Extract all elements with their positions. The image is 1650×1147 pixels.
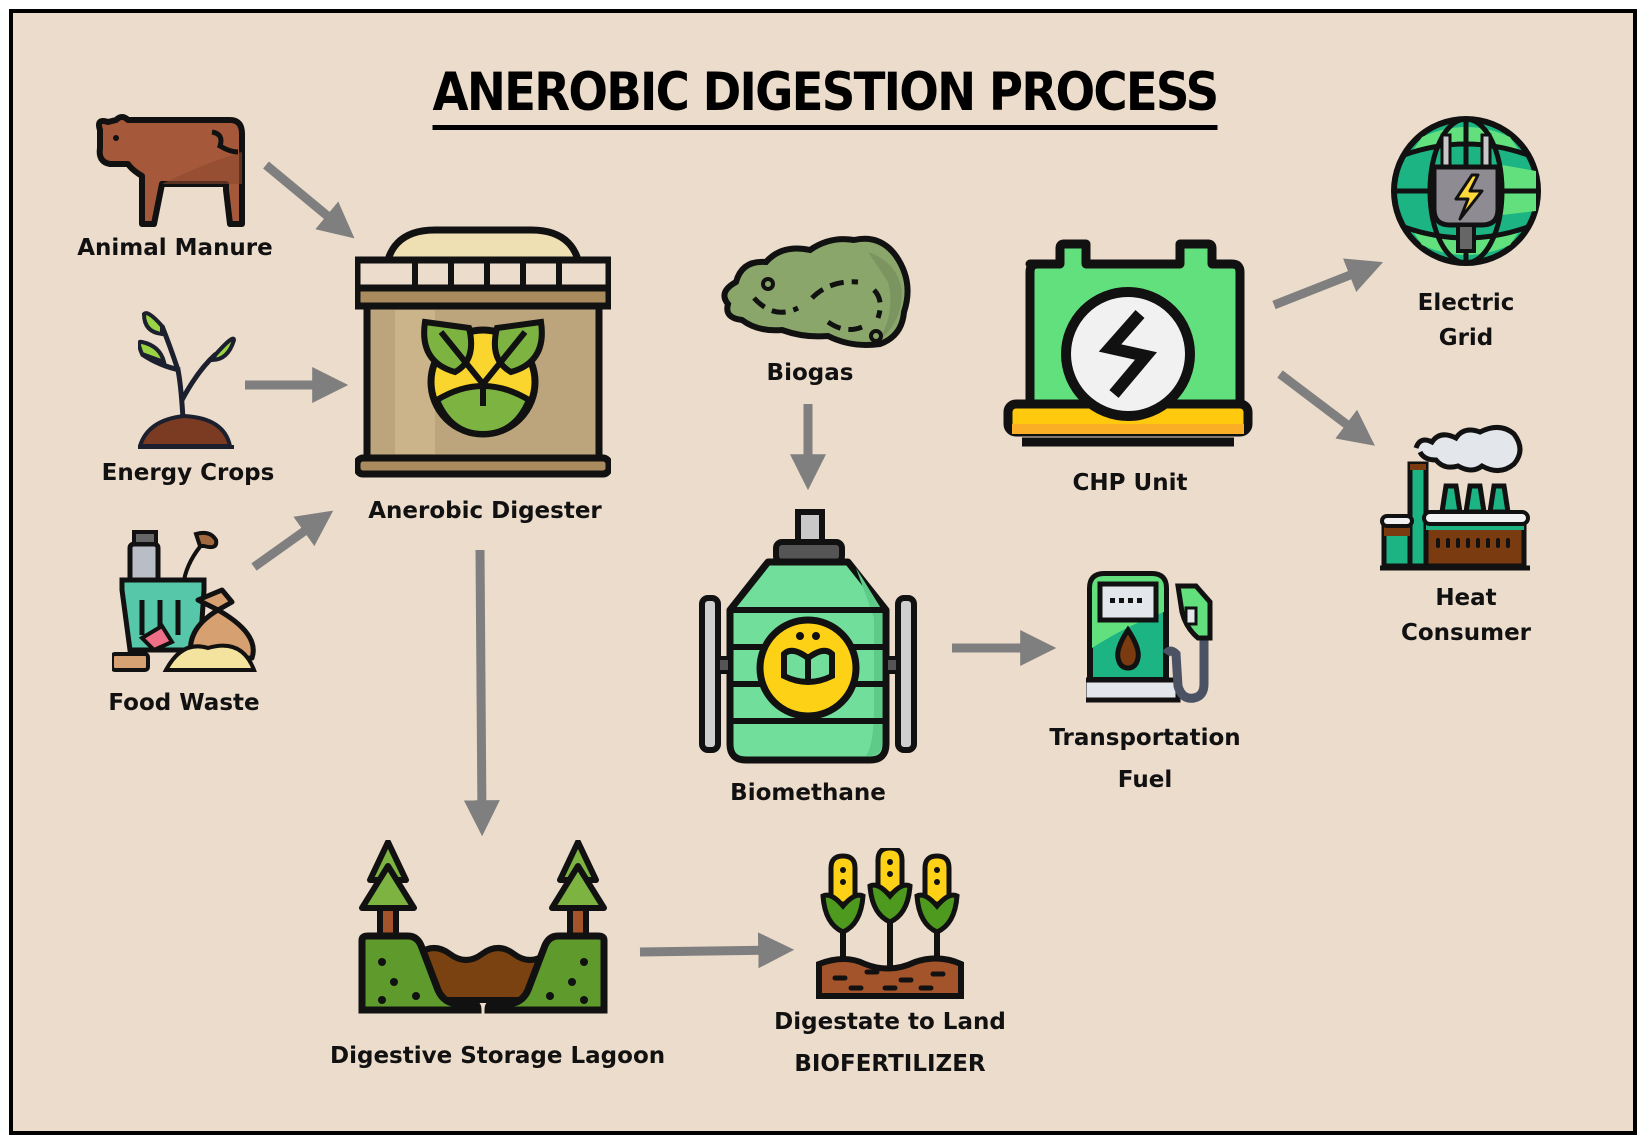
arrow-lagoon-to-digestate (639, 932, 795, 969)
node-label-transport-fuel-line2: Fuel (1117, 767, 1173, 793)
corn-field-icon (816, 848, 964, 999)
node-label-chp-unit: CHP Unit (1072, 470, 1188, 496)
diagram-title-text: ANEROBIC DIGESTION PROCESS (432, 62, 1219, 130)
lagoon-icon (358, 840, 608, 1014)
node-label-heat-consumer-line1: Heat (1435, 585, 1497, 611)
node-label-digestate-land-line1: Digestate to Land (774, 1009, 1006, 1035)
node-label-heat-consumer-line2: Consumer (1400, 620, 1532, 646)
node-label-electric-grid-line1: Electric (1417, 290, 1515, 316)
node-label-energy-crops: Energy Crops (101, 460, 275, 486)
arrow-chp-to-heat (1277, 370, 1375, 446)
digester-tank-icon (355, 226, 611, 478)
arrow-foodwaste-to-digester (251, 510, 334, 571)
cow-icon (96, 114, 245, 227)
battery-generator-icon (1003, 239, 1253, 447)
arrow-digester-to-lagoon (463, 549, 500, 837)
gas-cylinder-icon (699, 509, 917, 764)
node-label-transport-fuel-line1: Transportation (1049, 725, 1241, 751)
arrow-chp-to-grid (1272, 258, 1384, 310)
globe-plug-icon (1391, 116, 1541, 266)
diagram-title: ANEROBIC DIGESTION PROCESS (0, 62, 1650, 130)
food-waste-bin-icon (112, 530, 257, 672)
node-label-food-waste: Food Waste (108, 690, 260, 716)
arrow-manure-to-digester (263, 161, 355, 239)
node-label-electric-grid-line2: Grid (1438, 325, 1494, 351)
node-label-biomethane: Biomethane (730, 780, 886, 806)
gas-cloud-icon (721, 235, 911, 348)
node-label-storage-lagoon: Digestive Storage Lagoon (330, 1043, 666, 1069)
node-label-biogas: Biogas (766, 360, 854, 386)
node-label-animal-manure: Animal Manure (77, 235, 273, 261)
node-label-anerobic-digester: Anerobic Digester (368, 498, 602, 524)
factory-icon (1380, 425, 1530, 571)
fuel-pump-icon (1086, 571, 1213, 703)
node-label-digestate-land-line2: BIOFERTILIZER (794, 1051, 986, 1077)
sprout-icon (138, 311, 237, 449)
